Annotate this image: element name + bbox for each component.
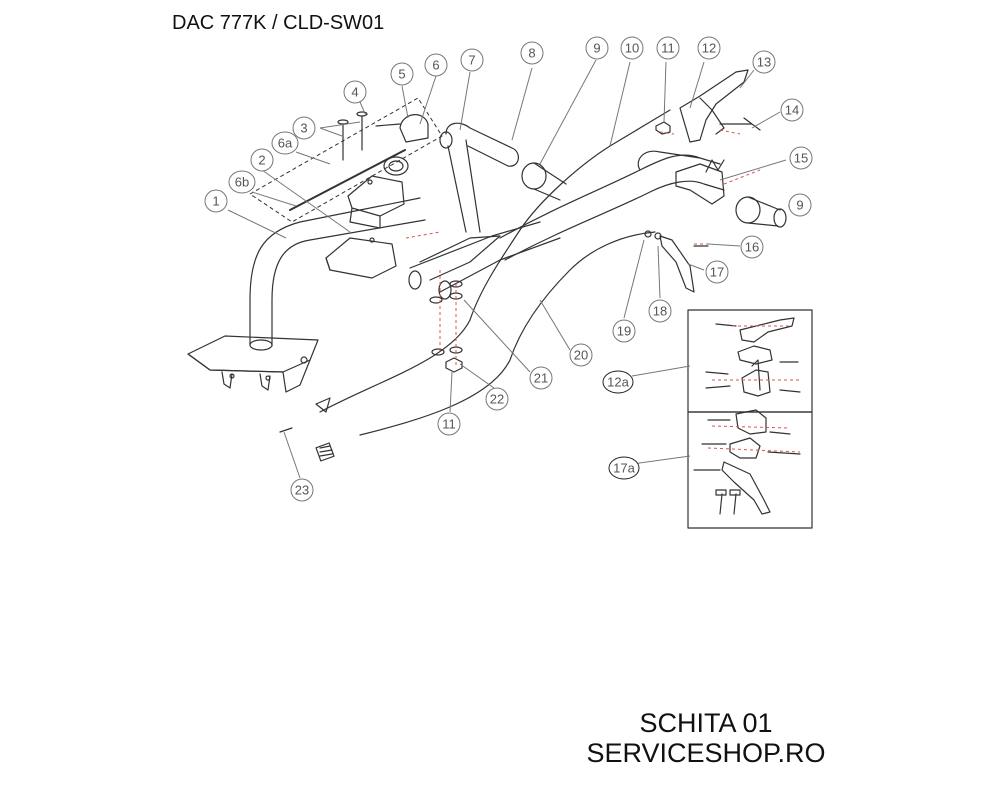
callout-6: 6 <box>424 53 448 77</box>
svg-text:10: 10 <box>625 41 639 56</box>
svg-text:9: 9 <box>593 41 600 56</box>
bracket <box>675 159 725 205</box>
svg-text:17a: 17a <box>613 461 635 476</box>
callout-22: 22 <box>485 387 509 411</box>
callout-6b: 6b <box>228 170 256 194</box>
callout-8: 8 <box>520 41 544 65</box>
svg-text:11: 11 <box>442 417 456 432</box>
callout-11-bottom: 11 <box>437 412 461 436</box>
callout-9-right: 9 <box>788 193 812 217</box>
callout-7: 7 <box>460 48 484 72</box>
inset-frames <box>687 309 813 529</box>
svg-text:6: 6 <box>432 58 439 73</box>
svg-text:20: 20 <box>574 348 588 363</box>
bolts <box>337 111 401 161</box>
svg-text:1: 1 <box>212 194 219 209</box>
callout-4: 4 <box>343 80 367 104</box>
callout-21: 21 <box>529 366 553 390</box>
callout-15: 15 <box>789 146 813 170</box>
handle-frame <box>249 197 426 351</box>
callout-13: 13 <box>752 50 776 74</box>
svg-text:2: 2 <box>258 153 265 168</box>
svg-text:22: 22 <box>490 392 504 407</box>
svg-text:9: 9 <box>796 198 803 213</box>
svg-text:14: 14 <box>785 103 799 118</box>
callout-9-top: 9 <box>585 36 609 60</box>
levers <box>644 69 761 293</box>
callout-12: 12 <box>697 36 721 60</box>
callout-16: 16 <box>740 235 764 259</box>
svg-text:18: 18 <box>653 304 667 319</box>
svg-text:13: 13 <box>757 55 771 70</box>
callout-14: 14 <box>780 98 804 122</box>
inset-17a-parts <box>693 409 801 515</box>
svg-text:12a: 12a <box>607 375 629 390</box>
callout-10: 10 <box>620 36 644 60</box>
handle-bar <box>439 122 519 233</box>
svg-text:19: 19 <box>617 324 631 339</box>
svg-text:6a: 6a <box>278 136 293 151</box>
callout-17a: 17a <box>608 456 640 480</box>
callout-20: 20 <box>569 343 593 367</box>
callout-2: 2 <box>250 148 274 172</box>
svg-text:8: 8 <box>528 46 535 61</box>
site-name: SERVICESHOP.RO <box>586 738 826 768</box>
svg-text:23: 23 <box>295 483 309 498</box>
inset-12a-parts <box>705 317 801 397</box>
clamp-plates <box>325 175 405 279</box>
diagram-title: DAC 777K / CLD-SW01 <box>172 12 385 34</box>
spring <box>315 442 335 462</box>
callout-12a: 12a <box>602 370 634 394</box>
callout-23: 23 <box>290 478 314 502</box>
callout-5: 5 <box>390 62 414 86</box>
cables <box>279 109 671 436</box>
callout-19: 19 <box>612 319 636 343</box>
callout-3: 3 <box>292 116 316 140</box>
svg-text:6b: 6b <box>235 175 249 190</box>
svg-text:17: 17 <box>710 265 724 280</box>
svg-text:12: 12 <box>702 41 716 56</box>
svg-text:3: 3 <box>300 121 307 136</box>
callout-11-top: 11 <box>656 36 680 60</box>
svg-text:16: 16 <box>745 240 759 255</box>
svg-text:15: 15 <box>794 151 808 166</box>
svg-text:5: 5 <box>398 67 405 82</box>
callout-markers: 1 2 3 4 5 6 6a 6b 7 8 9 10 11 12 13 14 1… <box>204 36 813 502</box>
grips <box>521 162 787 228</box>
svg-text:7: 7 <box>468 53 475 68</box>
svg-text:21: 21 <box>534 371 548 386</box>
callout-1: 1 <box>204 189 228 213</box>
upper-tube <box>499 150 725 261</box>
callout-18: 18 <box>648 299 672 323</box>
callout-17: 17 <box>705 260 729 284</box>
svg-text:4: 4 <box>351 85 358 100</box>
callout-6a: 6a <box>271 131 299 155</box>
diagram-code: SCHITA 01 <box>639 708 773 738</box>
rod <box>289 149 406 211</box>
clamp <box>383 114 429 176</box>
svg-text:11: 11 <box>661 41 675 56</box>
base-plate <box>187 335 319 393</box>
